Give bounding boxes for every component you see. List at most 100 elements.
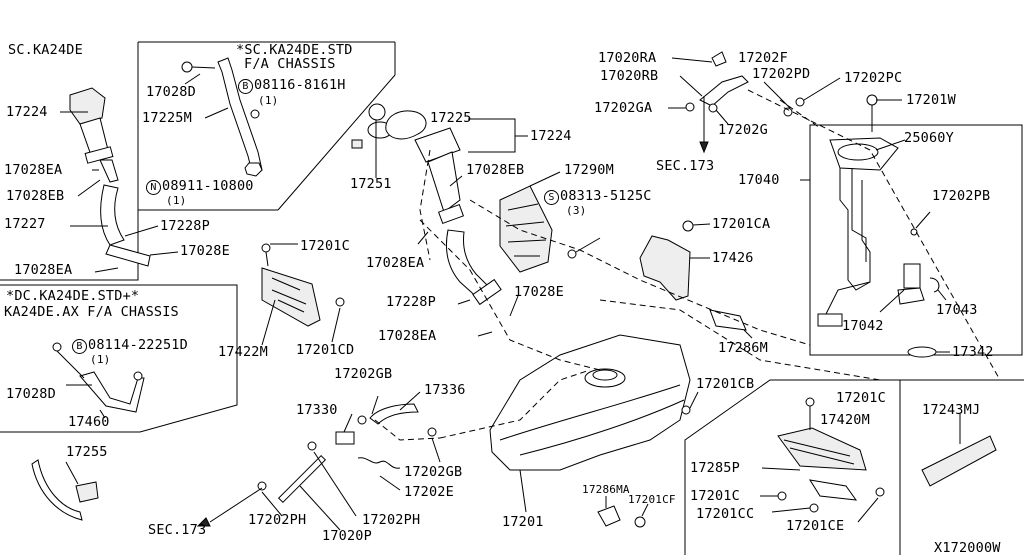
fuel-tank-17201 [489,334,699,513]
part-label-17202PD: 17202PD [752,66,811,82]
part-label-17042: 17042 [842,318,884,334]
section-reference-sec173: SEC.173 [148,522,207,538]
bracket-17420M [760,397,885,523]
part-label-17201CD: 17201CD [296,342,355,358]
part-label-17028EA: 17028EA [14,262,73,278]
part-label-17020P: 17020P [322,528,372,544]
part-label-17201C: 17201C [690,488,740,504]
bolt-quantity: (1) [90,353,111,366]
nut-symbol-n: N [146,180,161,195]
part-label-17426: 17426 [712,250,754,266]
part-label-17202F: 17202F [738,50,788,66]
bracket-17225M [181,57,263,177]
part-label-17201C: 17201C [300,238,350,254]
part-label-17330: 17330 [296,402,338,418]
tube-assembly-17020 [668,51,841,154]
part-label-17028D: 17028D [6,386,56,402]
part-label-17342: 17342 [952,344,994,360]
nut-code: 08911-10800 [162,178,254,194]
part-label-17460: 17460 [68,414,110,430]
pad-17243MJ [921,414,997,487]
part-label-17028E: 17028E [180,243,230,259]
part-label-17422M: 17422M [218,344,268,360]
part-label-17420M: 17420M [820,412,870,428]
part-label-17020RA: 17020RA [598,50,657,66]
section-reference-sec173: SEC.173 [656,158,715,174]
filler-neck-left [60,87,179,273]
part-label-17201C: 17201C [836,390,886,406]
part-label-17028E: 17028E [514,284,564,300]
part-label-17202G: 17202G [718,122,768,138]
part-label-17201CE: 17201CE [786,518,845,534]
part-label-17043: 17043 [936,302,978,318]
section-title-sc: SC.KA24DE [8,42,83,58]
part-label-17201CC: 17201CC [696,506,755,522]
part-label-17028EA: 17028EA [366,255,425,271]
section-title-dc-chassis: KA24DE.AX F/A CHASSIS [4,304,179,320]
diagram-id: X172000W [934,540,1001,556]
part-label-17202GB: 17202GB [334,366,393,382]
part-label-17285P: 17285P [690,460,740,476]
part-label-17202E: 17202E [404,484,454,500]
part-label-17028D: 17028D [146,84,196,100]
part-label-17028EB: 17028EB [6,188,65,204]
vent-line-17336 [335,391,441,491]
screw-code: 08313-5125C [560,188,652,204]
section-title-sc-std: *SC.KA24DE.STD [236,42,353,58]
part-label-17202GB: 17202GB [404,464,463,480]
tube-17020P [196,441,357,531]
pump-assembly-17040 [800,94,950,358]
part-label-17224: 17224 [530,128,572,144]
panel-borders [0,41,1024,555]
nut-quantity: (1) [166,194,187,207]
part-label-17227: 17227 [4,216,46,232]
part-label-17251: 17251 [350,176,392,192]
part-label-17201CB: 17201CB [696,376,755,392]
part-label-17225M: 17225M [142,110,192,126]
strap-17255 [31,459,99,521]
bolt-quantity: (1) [258,94,279,107]
part-label-17286M: 17286M [718,340,768,356]
part-label-17201CA: 17201CA [712,216,771,232]
part-label-17243MJ: 17243MJ [922,402,981,418]
part-label-25060Y: 25060Y [904,130,954,146]
bracket-17422M [261,243,345,346]
filler-neck-center [351,103,528,337]
part-label-17202GA: 17202GA [594,100,653,116]
bolt-symbol-b: B [72,339,87,354]
part-label-17286MA: 17286MA [582,483,630,496]
part-label-17028EB: 17028EB [466,162,525,178]
section-title-dc: *DC.KA24DE.STD+* [6,288,140,304]
bolt-code: 08114-22251D [88,337,188,353]
section-title-sc-chassis: F/A CHASSIS [244,56,336,72]
part-label-17202PB: 17202PB [932,188,991,204]
heat-shield-17290M [499,171,601,273]
bolt-code: 08116-8161H [254,77,346,93]
bolt-symbol-b: B [238,79,253,94]
part-label-17336: 17336 [424,382,466,398]
part-label-17040: 17040 [738,172,780,188]
part-label-17020RB: 17020RB [600,68,659,84]
clip-17286MA [597,496,649,528]
part-label-17201CF: 17201CF [628,493,676,506]
part-label-17201W: 17201W [906,92,956,108]
part-label-17201: 17201 [502,514,544,530]
part-label-17255: 17255 [66,444,108,460]
part-label-17228P: 17228P [160,218,210,234]
part-label-17202PC: 17202PC [844,70,903,86]
part-label-17224: 17224 [6,104,48,120]
bracket-17426 [639,220,753,339]
bracket-17460 [52,342,145,419]
screw-quantity: (3) [566,204,587,217]
part-label-17225: 17225 [430,110,472,126]
part-label-17028EA: 17028EA [378,328,437,344]
part-label-17202PH: 17202PH [362,512,421,528]
screw-symbol-s: S [544,190,559,205]
part-label-17290M: 17290M [564,162,614,178]
part-label-17202PH: 17202PH [248,512,307,528]
part-label-17028EA: 17028EA [4,162,63,178]
routing-dashed-lines [374,89,1001,441]
part-label-17228P: 17228P [386,294,436,310]
